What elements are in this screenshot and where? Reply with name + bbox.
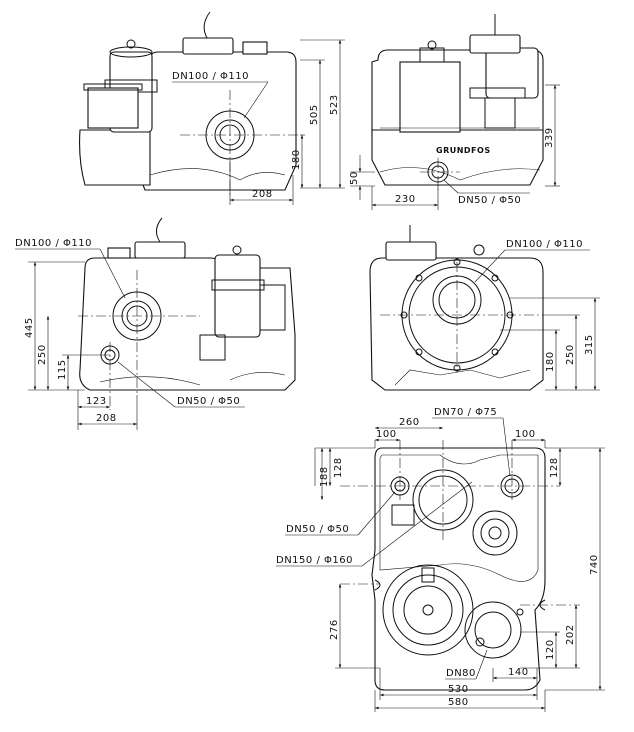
dim-100-right: 100 (515, 429, 536, 440)
label-dn80: DN80 (446, 668, 476, 679)
dim-208-top: 208 (252, 189, 273, 200)
dim-128-left: 128 (333, 457, 344, 478)
dim-230: 230 (395, 194, 416, 205)
dim-740: 740 (589, 554, 600, 575)
dim-530: 530 (448, 684, 469, 695)
dim-260: 260 (399, 417, 420, 428)
dim-250-back: 250 (565, 344, 576, 365)
label-dn50-right: DN50 / Φ50 (177, 396, 240, 407)
view-top: DN70 / Φ75 DN50 / Φ50 DN150 / Φ160 DN80 … (276, 407, 605, 712)
dim-123: 123 (86, 396, 107, 407)
view-front: GRUNDFOS 339 50 230 DN50 / Φ50 (349, 14, 560, 210)
dim-120: 120 (545, 639, 556, 660)
label-dn150: DN150 / Φ160 (276, 555, 353, 566)
brand-label: GRUNDFOS (436, 146, 491, 155)
dim-140: 140 (508, 667, 529, 678)
view-side-left: DN100 / Φ110 523 505 180 208 (79, 11, 345, 205)
label-dn50-top: DN50 / Φ50 (286, 524, 349, 535)
dim-202: 202 (565, 624, 576, 645)
dim-180-back: 180 (545, 351, 556, 372)
dim-315: 315 (584, 334, 595, 355)
dim-180-left: 180 (291, 149, 302, 170)
label-dn50-front: DN50 / Φ50 (458, 195, 521, 206)
dim-339: 339 (544, 127, 555, 148)
dim-505: 505 (309, 104, 320, 125)
dim-276: 276 (329, 619, 340, 640)
dim-580: 580 (448, 697, 469, 708)
dim-250-right: 250 (37, 344, 48, 365)
dim-128-right: 128 (549, 457, 560, 478)
label-dn100-back: DN100 / Φ110 (506, 239, 583, 250)
dim-100-left: 100 (376, 429, 397, 440)
view-back: DN100 / Φ110 315 250 180 (369, 225, 600, 391)
dim-445: 445 (24, 317, 35, 338)
label-dn70: DN70 / Φ75 (434, 407, 497, 418)
dim-50: 50 (349, 171, 360, 185)
view-side-right: DN100 / Φ110 DN50 / Φ50 445 250 115 123 … (15, 217, 296, 430)
label-dn100-right: DN100 / Φ110 (15, 238, 92, 249)
dim-523: 523 (329, 94, 340, 115)
label-dn100-side: DN100 / Φ110 (172, 71, 249, 82)
dim-115: 115 (57, 359, 68, 380)
dim-208-mid: 208 (96, 413, 117, 424)
dim-188: 188 (319, 466, 330, 487)
